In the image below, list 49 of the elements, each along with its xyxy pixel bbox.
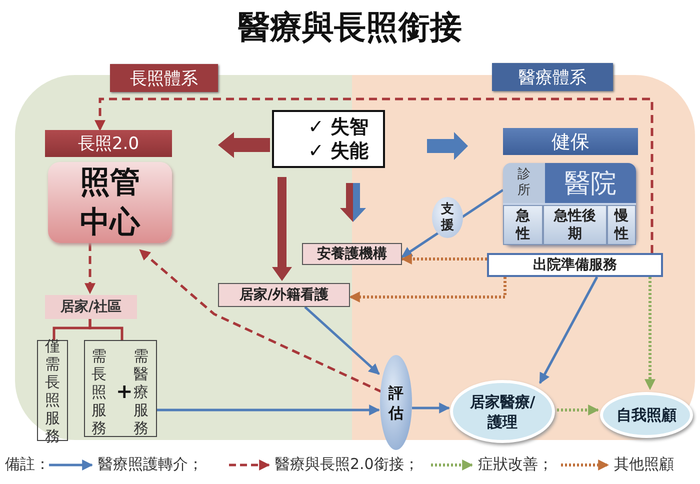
arrow — [557, 404, 600, 416]
legend-text: 醫療照護轉介； — [98, 455, 203, 474]
vertical-text: 需長照服務 — [91, 347, 107, 437]
arrow — [139, 249, 383, 394]
title: 醫療與長照銜接 — [237, 7, 463, 48]
arrow — [304, 306, 380, 375]
grid-cell: 慢性 — [607, 205, 636, 245]
block-arrow — [272, 177, 292, 281]
grid-cell: 診所 — [503, 163, 545, 203]
label-box: 居家/社區 — [45, 295, 137, 319]
vertical-text: 僅需長照服務 — [44, 336, 60, 444]
arrow — [157, 404, 380, 416]
arrow — [644, 277, 656, 390]
grid-cell: 急性 — [503, 205, 543, 245]
ellipse: 居家醫療/護理 — [450, 380, 555, 443]
checklist-item: ✓ 失智 — [308, 115, 370, 139]
grid-cell: 急性後期 — [543, 205, 607, 245]
arrow — [348, 277, 506, 302]
checklist-box — [272, 110, 385, 168]
ellipse: 自我照顧 — [600, 392, 693, 438]
arrow — [94, 98, 654, 253]
label-box: 居家/外籍看護 — [218, 283, 350, 307]
rounded-box: 照管中心 — [48, 162, 172, 243]
header-tab: 醫療體系 — [492, 63, 613, 91]
block-arrow — [340, 183, 366, 222]
note-text: 備註： — [5, 455, 50, 474]
arrow — [412, 402, 450, 414]
checklist-item: ✓ 失能 — [308, 139, 370, 163]
ellipse: 評估 — [380, 355, 412, 450]
block-arrow — [218, 132, 270, 158]
vertical-text: 需醫療服務 — [133, 347, 149, 437]
label-box: 出院準備服務 — [487, 253, 663, 277]
legend-text: 症狀改善； — [478, 455, 553, 474]
arrow — [538, 276, 598, 384]
arrow — [400, 254, 487, 264]
header-band: 長照2.0 — [45, 130, 172, 157]
arrow — [84, 243, 96, 294]
header-band: 健保 — [503, 128, 638, 155]
label-box: 安養護機構 — [302, 243, 402, 265]
service-box — [37, 340, 68, 441]
service-box — [84, 340, 157, 437]
legend-text: 其他照顧 — [614, 455, 674, 474]
plus-sign: + — [116, 379, 133, 403]
grid-cell: 醫院 — [545, 163, 636, 203]
bracket-line — [88, 319, 124, 340]
header-tab: 長照體系 — [110, 64, 218, 92]
legend-text: 醫療與長照2.0銜接； — [275, 455, 419, 474]
rounded-panel — [503, 163, 636, 245]
block-arrow — [427, 132, 468, 160]
